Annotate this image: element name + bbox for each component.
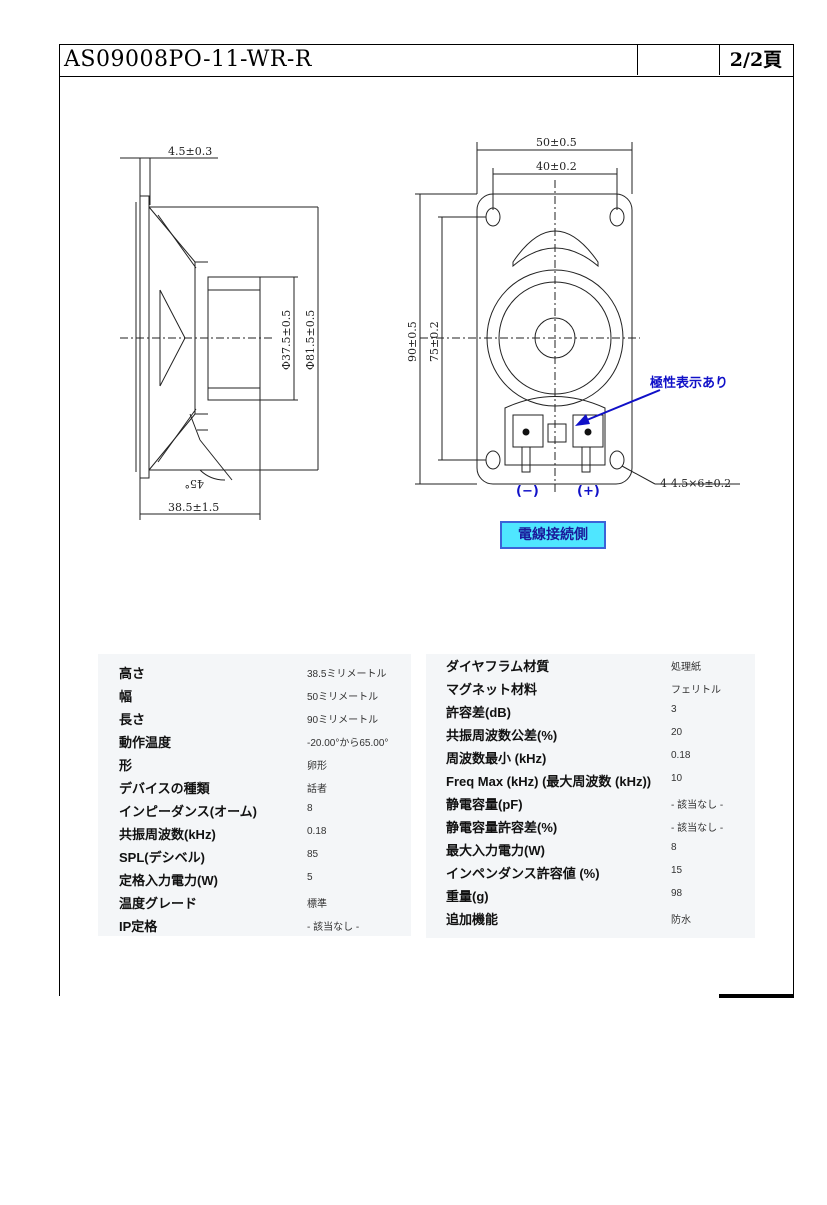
spec-key: 動作温度 — [119, 735, 172, 750]
spec-value: 0.18 — [671, 750, 691, 761]
spec-key: 高さ — [119, 666, 146, 681]
spec-key: ダイヤフラム材質 — [446, 659, 550, 674]
spec-value: -20.00°から65.00° — [307, 738, 389, 749]
spec-row: マグネット材料 フェリトル — [426, 679, 755, 702]
terminal-plus-label: (+) — [577, 484, 600, 499]
spec-row: 動作温度 -20.00°から65.00° — [98, 732, 411, 755]
spec-row: デバイスの種類 話者 — [98, 778, 411, 801]
spec-value: フェリトル — [671, 685, 721, 696]
spec-key: 周波数最小 (kHz) — [446, 751, 547, 766]
document-frame — [59, 44, 794, 996]
document-header: AS09008PO-11-WR-R 2/2頁 — [59, 44, 794, 77]
dim-depth: 38.5±1.5 — [168, 501, 219, 514]
spec-key: 最大入力電力(W) — [446, 843, 545, 858]
spec-key: 共振周波数公差(%) — [446, 728, 558, 743]
spec-key: 静電容量許容差(%) — [446, 820, 558, 835]
spec-value: 標準 — [307, 899, 327, 910]
spec-key: IP定格 — [119, 919, 158, 934]
page-number: 2/2頁 — [729, 49, 783, 71]
spec-row: 幅 50ミリメートル — [98, 686, 411, 709]
spec-row: 形 卵形 — [98, 755, 411, 778]
spec-row: 許容差(dB) 3 — [426, 702, 755, 725]
spec-key: 長さ — [119, 712, 146, 727]
spec-row: 静電容量許容差(%) - 該当なし - — [426, 817, 755, 840]
spec-key: デバイスの種類 — [119, 781, 210, 796]
spec-row: 共振周波数公差(%) 20 — [426, 725, 755, 748]
spec-row: 静電容量(pF) - 該当なし - — [426, 794, 755, 817]
dim-hole-pitch-w: 40±0.2 — [536, 160, 577, 173]
terminal-minus-label: (−) — [516, 484, 539, 499]
spec-value: 防水 — [671, 915, 691, 926]
dim-hole-pitch-l: 75±0.2 — [428, 321, 441, 362]
spec-key: 形 — [119, 758, 133, 773]
spec-value: 85 — [307, 849, 319, 860]
spec-key: マグネット材料 — [446, 682, 538, 697]
spec-row: Freq Max (kHz) (最大周波数 (kHz)) 10 — [426, 771, 755, 794]
spec-key: 共振周波数(kHz) — [119, 827, 216, 842]
dim-magnet-dia: Φ37.5±0.5 — [280, 310, 293, 370]
dim-outer-width: 50±0.5 — [536, 136, 577, 149]
spec-value: 5 — [307, 872, 313, 883]
spec-value: 3 — [671, 704, 677, 715]
dim-cone-dia: Φ81.5±0.5 — [304, 310, 317, 370]
dim-holes: 4-4.5×6±0.2 — [660, 477, 731, 490]
spec-row: 長さ 90ミリメートル — [98, 709, 411, 732]
spec-row: 最大入力電力(W) 8 — [426, 840, 755, 863]
spec-value: 0.18 — [307, 826, 327, 837]
connection-side-label: 電線接続側 — [500, 521, 606, 549]
spec-row: IP定格 - 該当なし - — [98, 916, 411, 939]
spec-value: 50ミリメートル — [307, 692, 379, 703]
dim-angle: 45° — [185, 477, 205, 490]
spec-value: 卵形 — [307, 761, 327, 772]
spec-row: ダイヤフラム材質 処理紙 — [426, 656, 755, 679]
spec-value: 15 — [671, 865, 683, 876]
spec-key: インペンダンス許容値 (%) — [446, 866, 600, 881]
spec-value: 処理紙 — [671, 662, 701, 673]
spec-key: Freq Max (kHz) (最大周波数 (kHz)) — [446, 774, 652, 789]
dim-outer-length: 90±0.5 — [406, 321, 419, 362]
spec-key: インピーダンス(オーム) — [119, 804, 258, 819]
spec-key: 追加機能 — [446, 912, 499, 927]
header-blank-cell — [638, 45, 720, 75]
spec-table-right: ダイヤフラム材質 処理紙マグネット材料 フェリトル許容差(dB) 3 共振周波数公差(%… — [426, 654, 755, 938]
spec-row: SPL(デシベル) 85 — [98, 847, 411, 870]
part-number-title: AS09008PO-11-WR-R — [60, 45, 638, 75]
spec-row: 高さ 38.5ミリメートル — [98, 663, 411, 686]
spec-key: 重量(g) — [446, 889, 489, 904]
spec-table-left: 高さ 38.5ミリメートル幅 50ミリメートル長さ 90ミリメートル動作温度 -20.0… — [98, 654, 411, 936]
spec-key: 温度グレード — [119, 896, 198, 911]
spec-value: 98 — [671, 888, 683, 899]
spec-value: 10 — [671, 773, 683, 784]
spec-value: 8 — [307, 803, 313, 814]
spec-value: 話者 — [307, 784, 327, 795]
spec-row: 重量(g) 98 — [426, 886, 755, 909]
spec-value: - 該当なし - — [671, 800, 724, 811]
spec-row: インペンダンス許容値 (%) 15 — [426, 863, 755, 886]
spec-key: 定格入力電力(W) — [119, 873, 218, 888]
spec-key: 静電容量(pF) — [446, 797, 523, 812]
spec-value: - 該当なし - — [671, 823, 724, 834]
polarity-note: 極性表示あり — [650, 376, 729, 391]
spec-row: 追加機能 防水 — [426, 909, 755, 932]
spec-value: 38.5ミリメートル — [307, 669, 387, 680]
spec-row: 周波数最小 (kHz) 0.18 — [426, 748, 755, 771]
spec-value: 8 — [671, 842, 677, 853]
spec-row: 温度グレード 標準 — [98, 893, 411, 916]
spec-key: 幅 — [119, 689, 133, 704]
spec-key: SPL(デシベル) — [119, 850, 205, 865]
spec-row: 定格入力電力(W) 5 — [98, 870, 411, 893]
spec-row: インピーダンス(オーム) 8 — [98, 801, 411, 824]
spec-value: 90ミリメートル — [307, 715, 379, 726]
dim-flange: 4.5±0.3 — [168, 145, 212, 158]
spec-value: - 該当なし - — [307, 922, 360, 933]
spec-value: 20 — [671, 727, 683, 738]
spec-row: 共振周波数(kHz) 0.18 — [98, 824, 411, 847]
spec-key: 許容差(dB) — [446, 705, 511, 720]
bottom-rule — [719, 994, 794, 998]
